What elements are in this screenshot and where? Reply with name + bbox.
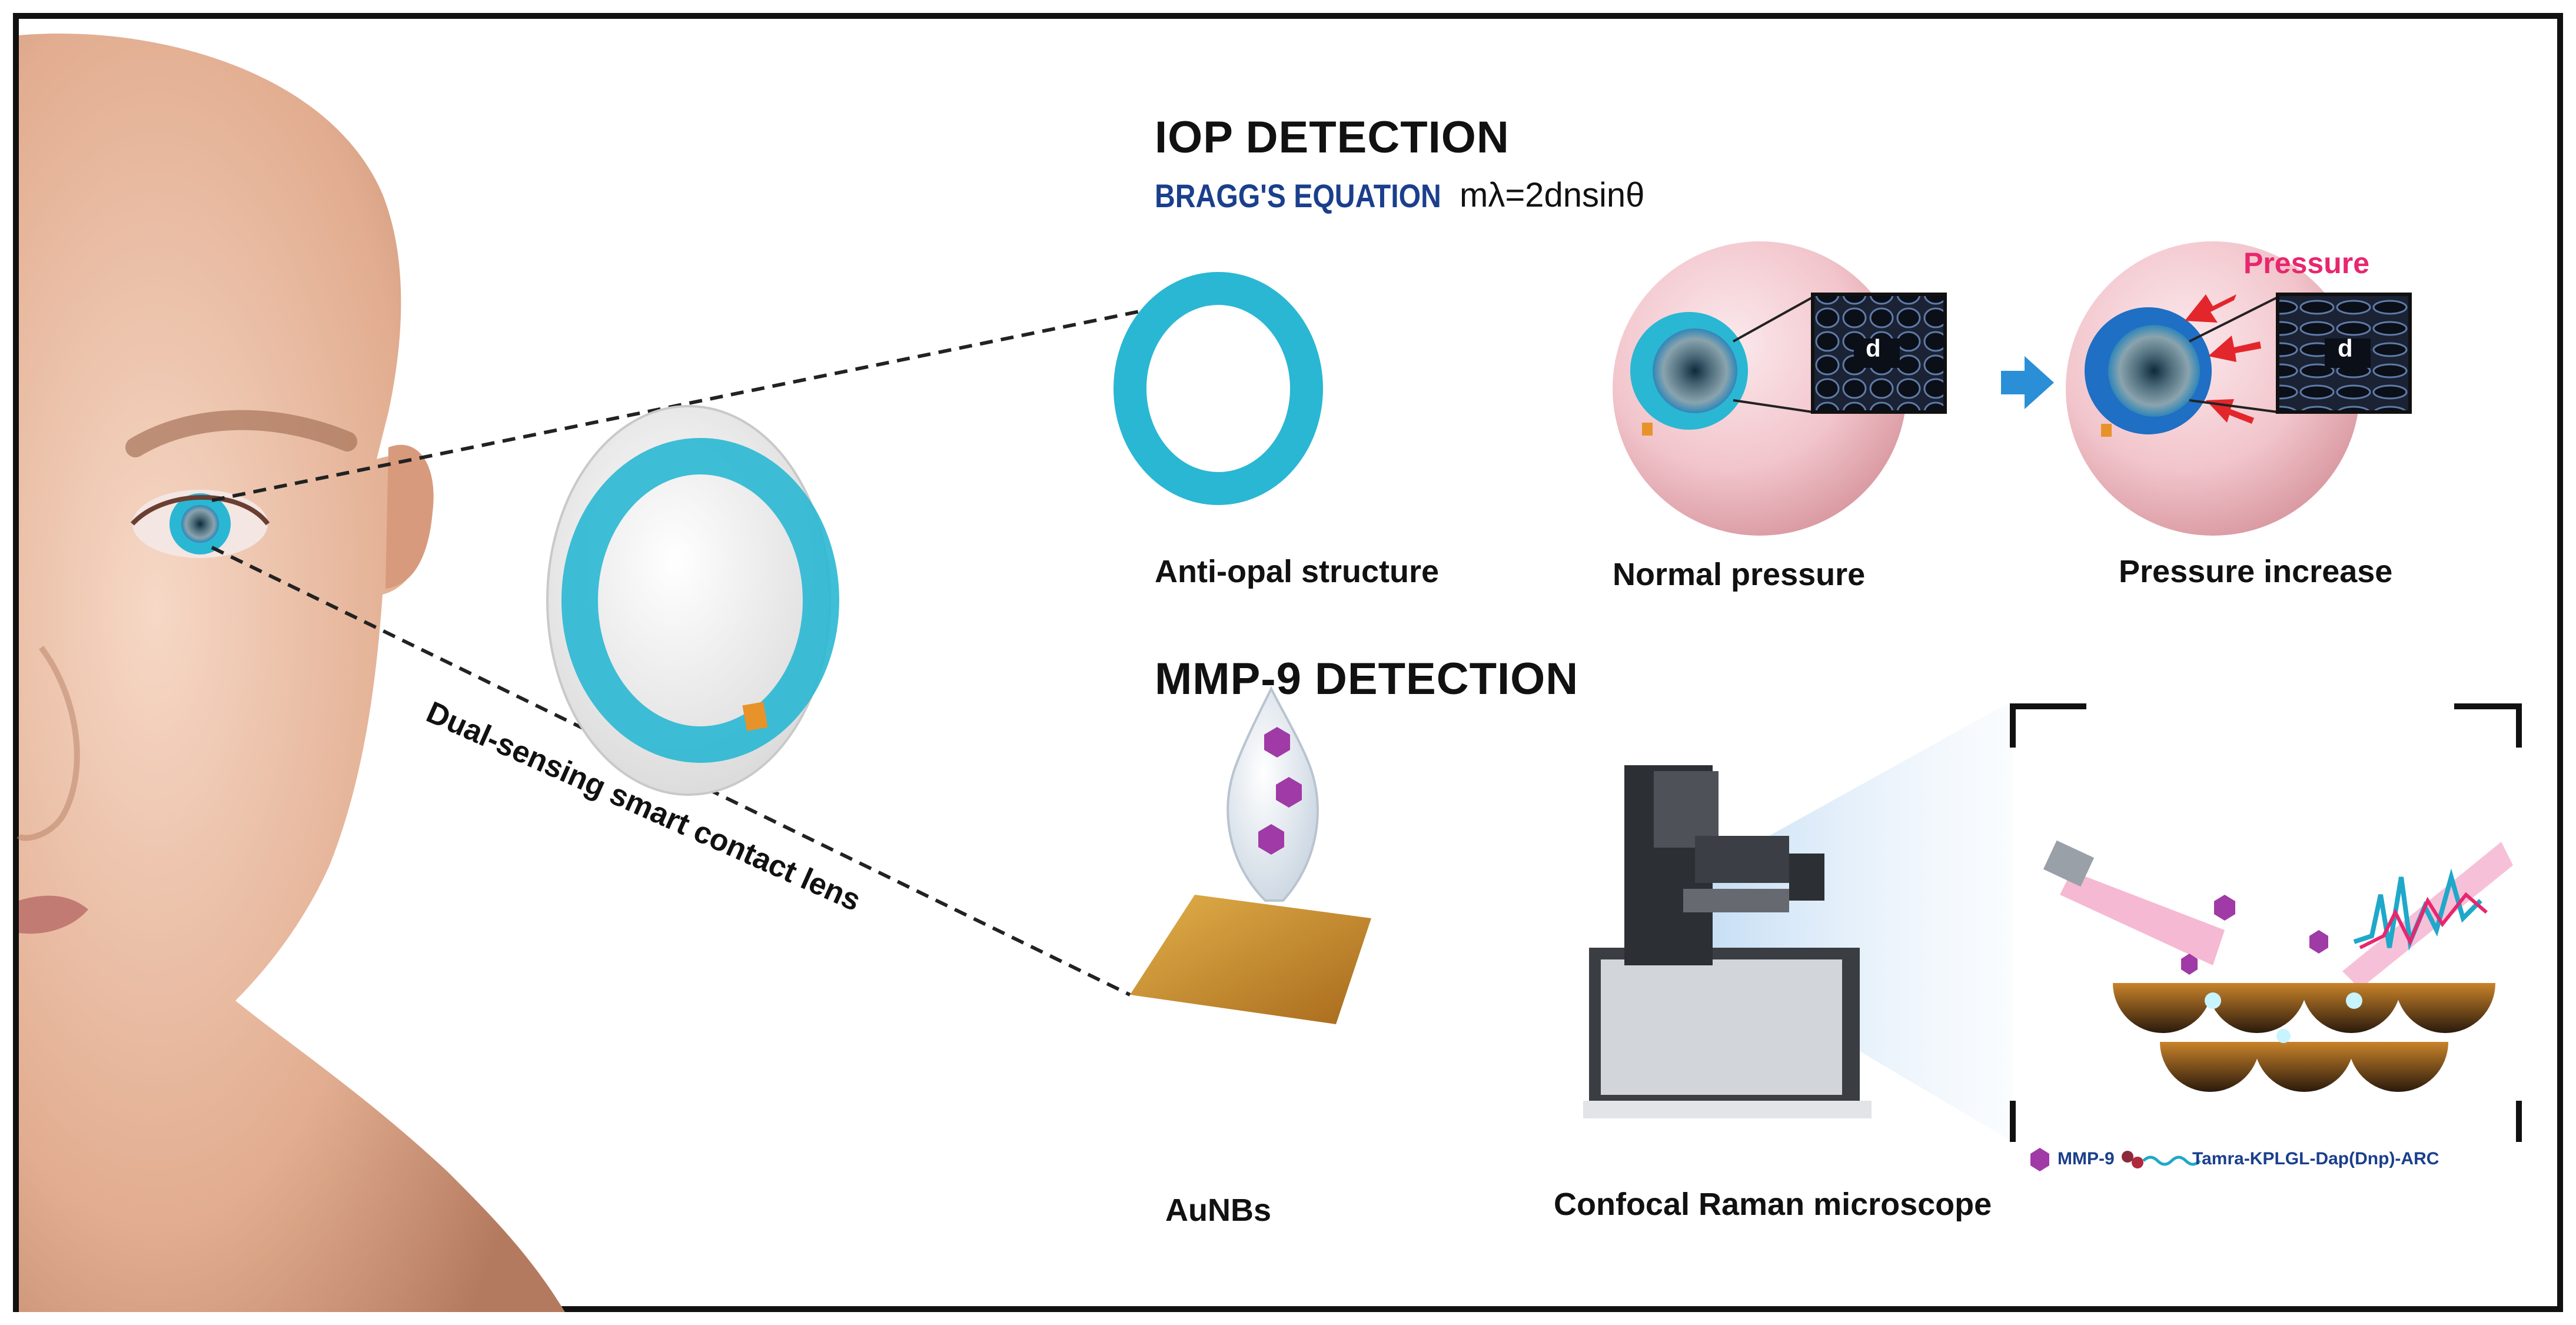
ear: [385, 444, 434, 589]
lattice-spacing-compressed: d: [2338, 334, 2353, 362]
human-face-illustration: [16, 34, 565, 1313]
pressure-label: Pressure: [2243, 247, 2370, 280]
normal-pressure-eyeball: [1613, 241, 1947, 536]
caption-aunbs: AuNBs: [1165, 1193, 1272, 1228]
aunbs-substrate-graphic: [1130, 686, 1371, 1024]
pressure-increase-eyeball: [2066, 241, 2412, 536]
legend-peptide-icon: [2122, 1151, 2201, 1168]
lens-chip: [742, 702, 768, 731]
bragg-equation-label: BRAGG'S EQUATION: [1155, 177, 1441, 214]
mmp9-molecule: [1264, 727, 1290, 758]
mmp9-detection-heading: MMP-9 DETECTION: [1155, 654, 1579, 704]
caption-anti-opal: Anti-opal structure: [1155, 554, 1440, 589]
eyebrow: [125, 410, 357, 457]
sers-bowl-array: [2043, 840, 2513, 1092]
legend-mmp9-text: MMP-9: [2058, 1149, 2115, 1168]
pressure-arrow-1: [2185, 294, 2236, 323]
smart-contact-lens-graphic: [546, 405, 839, 796]
iop-detection-heading: IOP DETECTION: [1155, 112, 1510, 162]
upper-eyelid: [131, 495, 270, 526]
lips: [19, 895, 88, 934]
nose-shadow: [16, 646, 80, 841]
excitation-beam: [2060, 871, 2225, 965]
bragg-equation-formula: mλ=2dnsinθ: [1460, 176, 1645, 214]
caption-normal-pressure: Normal pressure: [1613, 557, 1866, 592]
pressure-arrow-2: [2208, 336, 2261, 362]
caption-confocal-raman: Confocal Raman microscope: [1554, 1187, 1992, 1222]
head-silhouette: [19, 34, 565, 1313]
zoom-brackets: [2010, 703, 2522, 1142]
guide-line-top: [211, 298, 1195, 502]
pupil-on-eye: [181, 505, 219, 543]
caption-pressure-increase: Pressure increase: [2119, 554, 2393, 589]
laser-objective: [2043, 840, 2095, 887]
transition-arrow: [2001, 356, 2054, 409]
legend-mmp9-icon: [2030, 1148, 2049, 1171]
anti-opal-ring: [1114, 272, 1323, 505]
confocal-raman-microscope-graphic: [1583, 700, 2013, 1142]
legend-peptide-text: Tamra-KPLGL-Dap(Dnp)-ARC: [2192, 1149, 2439, 1168]
laser-beam: [1695, 700, 2013, 1142]
lattice-spacing-normal: d: [1866, 334, 1881, 362]
pressure-arrow-3: [2206, 399, 2254, 424]
figure-frame: [13, 13, 2563, 1312]
